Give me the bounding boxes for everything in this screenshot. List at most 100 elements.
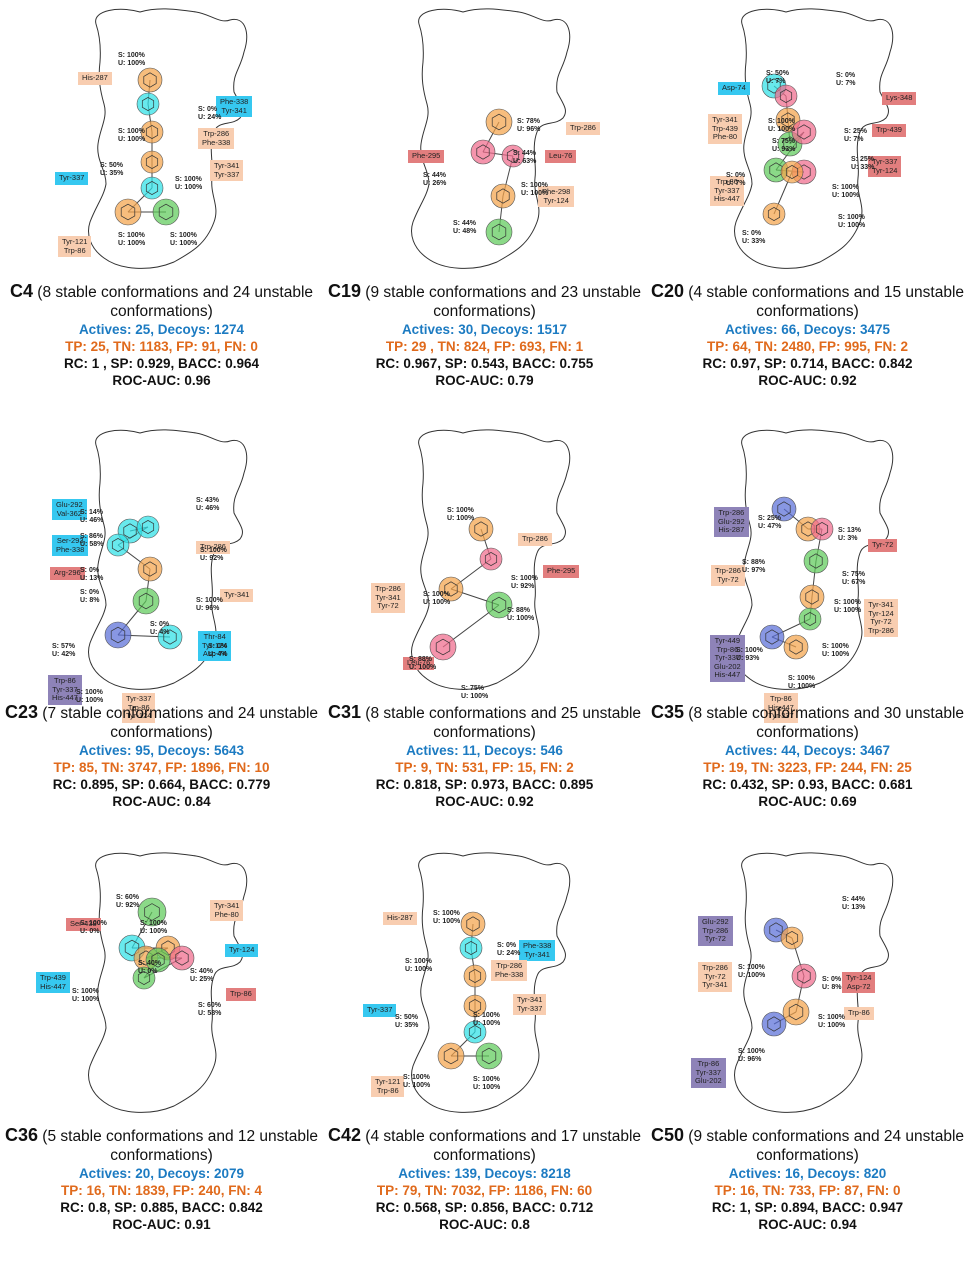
ring-glyph	[111, 537, 125, 553]
pharmacophore-sphere	[468, 516, 494, 542]
residue-label: Trp-86	[844, 1007, 874, 1020]
pharmacophore-sphere	[140, 120, 164, 144]
compound-id: C35	[650, 702, 684, 722]
pocket-outline	[411, 852, 571, 1113]
residue-label: Trp-286 Phe-338	[491, 960, 528, 982]
occupancy-stat: S: 0% U: 13%	[80, 567, 104, 582]
residue-label: Trp-286 Tyr-72	[711, 565, 745, 587]
caption-title: C42 (4 stable conformations and 17 unsta…	[323, 1126, 646, 1165]
ring-glyph	[815, 521, 829, 537]
roc-auc-line: ROC-AUC: 0.91	[112, 1217, 211, 1232]
occupancy-stat: S: 100% U: 100%	[433, 910, 461, 925]
pharmacophore-sphere	[438, 576, 464, 602]
occupancy-stat: S: 100% U: 100%	[140, 920, 168, 935]
ring-glyph	[468, 968, 482, 984]
occupancy-stat: S: 44% U: 48%	[453, 220, 477, 235]
pharmacophore-sphere	[762, 202, 786, 226]
residue-label: Trp-286 Tyr-341 Tyr-72	[371, 583, 405, 613]
pharmacophore-sphere	[774, 84, 798, 108]
residue-label: Arg-296	[50, 567, 85, 580]
pocket-outline	[88, 8, 248, 269]
occupancy-stat: S: 100% U: 100%	[768, 118, 796, 133]
occupancy-stat: S: 100% U: 100%	[76, 689, 104, 704]
pharmacophore-sphere	[132, 966, 156, 990]
pharmacophore-sphere	[463, 964, 487, 988]
pharmacophore-sphere	[137, 556, 163, 582]
occupancy-stat: S: 100% U: 96%	[738, 1048, 765, 1063]
pharmacophore-sphere	[759, 624, 785, 650]
caption-title: C4 (8 stable conformations and 24 unstab…	[0, 282, 323, 321]
pharmacophore-sphere	[485, 108, 513, 136]
pharmacophore-sphere	[782, 998, 810, 1026]
occupancy-stat: S: 0% U: 8%	[80, 589, 100, 604]
pocket-outline	[734, 429, 894, 690]
roc-auc-line: ROC-AUC: 0.96	[112, 373, 211, 388]
ring-glyph	[124, 939, 140, 957]
roc-auc-line: ROC-AUC: 0.84	[112, 794, 211, 809]
pharmacophore-sphere	[152, 198, 180, 226]
panel-caption: C36 (5 stable conformations and 12 unsta…	[0, 1126, 323, 1233]
residue-label: Phe-298 Tyr-124	[538, 186, 575, 208]
residue-label: Trp-439 His-447	[36, 972, 70, 994]
ring-glyph	[464, 940, 478, 956]
ring-glyph	[123, 523, 137, 539]
residue-label: His-287	[78, 72, 112, 85]
ring-glyph	[110, 626, 126, 644]
metrics-line: RC: 1, SP: 0.894, BACC: 0.947	[711, 1200, 904, 1215]
ring-glyph	[767, 206, 781, 222]
residue-label: Trp-286	[566, 122, 600, 135]
compound-id: C42	[327, 1125, 361, 1145]
ring-glyph	[468, 998, 482, 1014]
ring-glyph	[785, 930, 799, 946]
occupancy-stat: S: 100% U: 100%	[170, 232, 198, 247]
pharmacophore-sphere	[459, 936, 483, 960]
occupancy-stat: S: 100% U: 100%	[818, 1014, 846, 1029]
metrics-line: RC: 0.967, SP: 0.543, BACC: 0.755	[375, 356, 594, 371]
panel-caption: C31 (8 stable conformations and 25 unsta…	[323, 703, 646, 810]
roc-auc-line: ROC-AUC: 0.8	[439, 1217, 530, 1232]
panel-caption: C4 (8 stable conformations and 24 unstab…	[0, 282, 323, 389]
pocket-outline	[734, 8, 894, 269]
residue-label: Leu-76	[545, 150, 577, 163]
occupancy-stat: S: 100% U: 100%	[521, 182, 549, 197]
residue-label: Thr-84 Tyr-124 Asp-74	[198, 631, 232, 661]
residue-label: Glu-292 Val-362	[52, 499, 87, 521]
occupancy-stat: S: 60% U: 92%	[116, 894, 140, 909]
roc-auc-line: ROC-AUC: 0.94	[758, 1217, 857, 1232]
pharmacophore-sphere	[157, 624, 183, 650]
occupancy-stat: S: 25% U: 47%	[758, 515, 782, 530]
confusion-matrix-line: TP: 19, TN: 3223, FP: 244, FN: 25	[703, 760, 912, 775]
ring-glyph	[484, 551, 498, 567]
pharmacophore-sphere	[791, 119, 817, 145]
conformation-summary: (4 stable conformations and 15 unstable …	[688, 284, 965, 320]
occupancy-stat: S: 100% U: 100%	[72, 988, 100, 1003]
ring-glyph	[785, 164, 799, 180]
occupancy-stat: S: 0% U: 24%	[198, 106, 222, 121]
residue-label: Tyr-341 Tyr-337	[210, 160, 244, 182]
metrics-line: RC: 0.895, SP: 0.664, BACC: 0.779	[52, 777, 271, 792]
occupancy-stat: S: 44% U: 63%	[513, 150, 537, 165]
ring-glyph	[435, 638, 451, 656]
occupancy-stat: S: 100% U: 100%	[403, 1074, 431, 1089]
ring-glyph	[777, 501, 791, 517]
residue-label: Ser-293 Phe-338	[52, 535, 89, 557]
actives-decoys-line: Actives: 11, Decoys: 546	[406, 743, 563, 758]
residue-label: Tyr-337 Tyr-124	[868, 156, 902, 178]
residue-label: Tyr-449 Trp-86 Tyr-337 Glu-202 His-447	[710, 635, 745, 682]
pharmacophore-sphere	[771, 496, 797, 522]
occupancy-stat: S: 43% U: 46%	[196, 497, 220, 512]
occupancy-stat: S: 78% U: 96%	[517, 118, 541, 133]
occupancy-stat: S: 0% U: 4%	[208, 643, 228, 658]
caption-title: C20 (4 stable conformations and 15 unsta…	[646, 282, 969, 321]
residue-label: Trp-286 Phe-338	[198, 128, 235, 150]
occupancy-stat: S: 100% U: 100%	[834, 599, 862, 614]
caption-title: C50 (9 stable conformations and 24 unsta…	[646, 1126, 969, 1165]
pharmacophore-sphere	[145, 947, 171, 973]
